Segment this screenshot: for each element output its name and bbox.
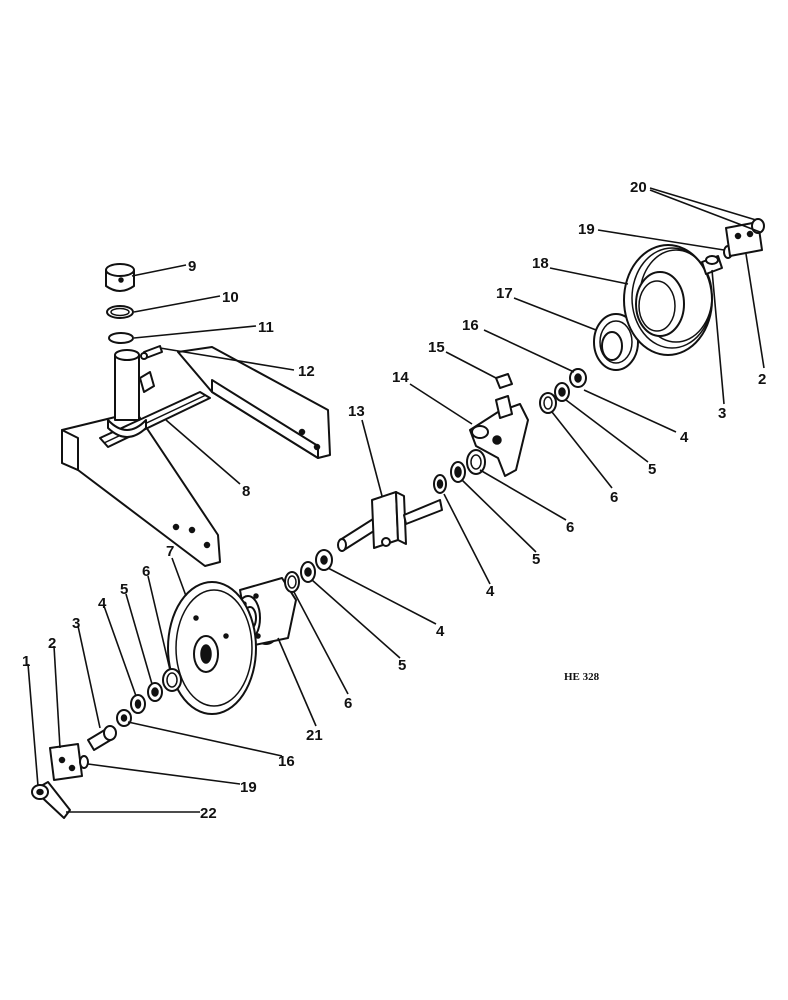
lever-part-22 <box>31 781 71 819</box>
fitting-part-12 <box>140 345 163 360</box>
tire-part-18 <box>623 244 713 356</box>
callout-5-upper: 5 <box>532 551 540 568</box>
bearing-cup-part-6-upper <box>466 449 486 475</box>
rim-part-17 <box>593 313 639 371</box>
cap-part-9 <box>105 263 135 292</box>
seal-part-4-upper <box>433 474 447 494</box>
callout-4-right: 4 <box>680 429 689 446</box>
callout-8: 8 <box>242 483 250 500</box>
callout-3-left: 3 <box>72 615 80 632</box>
callout-21: 21 <box>306 727 323 744</box>
callout-9: 9 <box>188 258 196 275</box>
callout-numbers: 9 10 11 12 8 13 14 15 16 17 18 19 20 2 3… <box>22 179 766 822</box>
callout-15: 15 <box>428 339 445 356</box>
nut-part-16-left <box>116 709 132 727</box>
ring-part-11 <box>108 332 134 344</box>
callout-3-right: 3 <box>718 405 726 422</box>
bearing-cone-part-5-middle <box>300 561 316 583</box>
callout-18: 18 <box>532 255 549 272</box>
bearing-cup-part-6-middle <box>284 571 300 593</box>
plate-part-2-left <box>49 743 83 781</box>
callout-5-right: 5 <box>648 461 656 478</box>
bearing-cone-part-5-upper <box>450 461 466 483</box>
callout-20: 20 <box>630 179 647 196</box>
callout-6-middle: 6 <box>344 695 352 712</box>
callout-6-left: 6 <box>142 563 150 580</box>
callout-5-middle: 5 <box>398 657 406 674</box>
callout-10: 10 <box>222 289 239 306</box>
callout-19-left: 19 <box>240 779 257 796</box>
callout-7: 7 <box>166 543 174 560</box>
spindle-part-13 <box>337 491 443 552</box>
bearing-cup-part-6-left <box>162 668 182 692</box>
seal-part-4-left <box>130 694 146 714</box>
callout-12: 12 <box>298 363 315 380</box>
callout-19-right: 19 <box>578 221 595 238</box>
bolt-part-3-left <box>87 725 117 751</box>
callout-4-upper: 4 <box>486 583 495 600</box>
disc-part-7 <box>167 581 257 715</box>
bearing-cone-part-5-right <box>554 382 570 402</box>
callout-4-left: 4 <box>98 595 107 612</box>
callout-6-upper: 6 <box>566 519 574 536</box>
bearing-cup-part-6-right <box>539 392 557 414</box>
callout-6-right: 6 <box>610 489 618 506</box>
callout-13: 13 <box>348 403 365 420</box>
callout-5-left: 5 <box>120 581 128 598</box>
nut-part-16-right <box>569 368 587 388</box>
knuckle-part-14 <box>469 395 529 477</box>
callout-16-right: 16 <box>462 317 479 334</box>
block-part-15 <box>495 373 513 389</box>
drawing-code: HE 328 <box>564 671 600 683</box>
callout-2-left: 2 <box>48 635 56 652</box>
callout-11: 11 <box>258 319 274 336</box>
callout-22: 22 <box>200 805 217 822</box>
callout-4-middle: 4 <box>436 623 445 640</box>
callout-14: 14 <box>392 369 409 386</box>
caster-frame-part-8 <box>61 346 331 567</box>
bolt-part-3-right <box>701 255 723 275</box>
callout-17: 17 <box>496 285 513 302</box>
callout-1: 1 <box>22 653 30 670</box>
seal-part-4-middle <box>315 549 333 571</box>
bearing-cone-part-5-left <box>147 682 163 702</box>
callout-2-right: 2 <box>758 371 766 388</box>
callout-16-left: 16 <box>278 753 295 770</box>
washer-part-19-left <box>79 755 89 769</box>
leader-lines <box>27 187 765 813</box>
